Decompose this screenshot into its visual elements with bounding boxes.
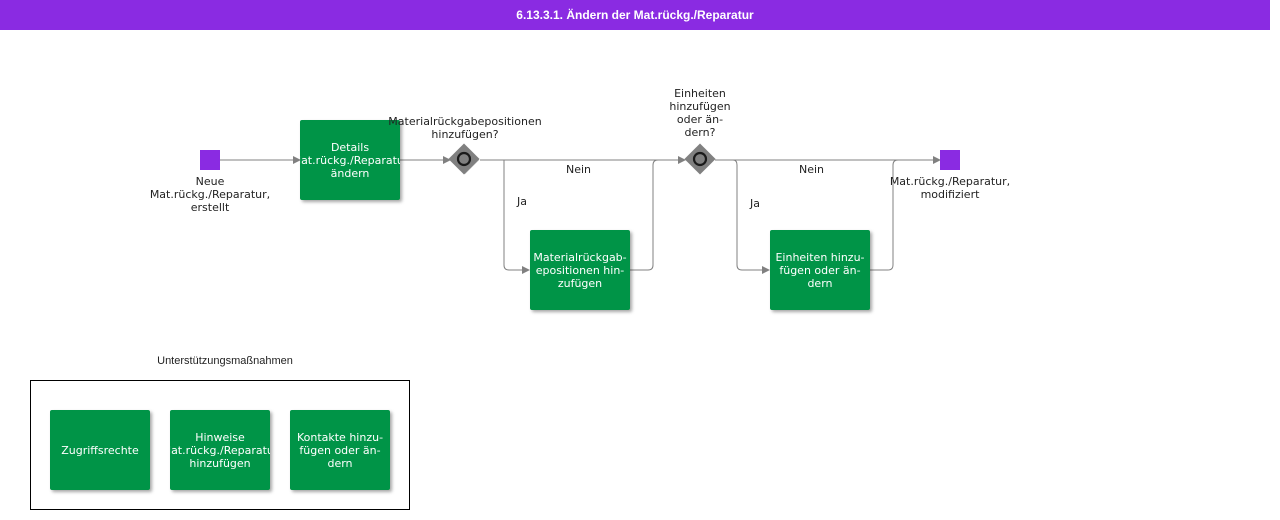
flow-positions-to-gateway2 bbox=[630, 159, 659, 271]
end-event bbox=[940, 150, 960, 170]
task-add-positions-label: Materialrückgab- epositionen hin- zufüge… bbox=[533, 250, 627, 290]
flow-gateway2-yes bbox=[715, 159, 770, 274]
task-details-change-label: Details Mat.rückg./Reparatur ändern bbox=[300, 140, 400, 180]
support-container bbox=[30, 380, 410, 510]
gateway-1 bbox=[448, 143, 480, 175]
gateway-1-question: Materialrückgabepositionen hinzufügen? bbox=[388, 115, 542, 141]
header-bar: 6.13.3.1. Ändern der Mat.rückg./Reparatu… bbox=[0, 0, 1270, 30]
task-add-units[interactable]: Einheiten hinzu- fügen oder än- dern bbox=[770, 230, 870, 310]
end-event-label: Mat.rückg./Reparatur, modifiziert bbox=[889, 175, 1011, 201]
page-title: 6.13.3.1. Ändern der Mat.rückg./Reparatu… bbox=[516, 8, 754, 22]
support-item-add-contacts-label: Kontakte hinzu- fügen oder än- dern bbox=[296, 430, 384, 470]
support-item-access-rights-label: Zugriffsrechte bbox=[61, 443, 139, 457]
support-title: Unterstützungsmaßnahmen bbox=[157, 355, 293, 367]
gateway-2-question: Einheiten hinzufügen oder än- dern? bbox=[669, 87, 731, 139]
start-event bbox=[200, 150, 220, 170]
task-details-change[interactable]: Details Mat.rückg./Reparatur ändern bbox=[300, 120, 400, 200]
flow-label-g2-no: Nein bbox=[799, 163, 825, 176]
flow-label-g2-yes: Ja bbox=[750, 197, 760, 210]
task-add-units-label: Einheiten hinzu- fügen oder än- dern bbox=[775, 250, 865, 290]
gateway-2 bbox=[684, 143, 716, 175]
flow-label-g1-no: Nein bbox=[566, 163, 592, 176]
flow-units-to-end bbox=[870, 159, 899, 271]
flow-label-g1-yes: Ja bbox=[517, 195, 527, 208]
support-item-access-rights[interactable]: Zugriffsrechte bbox=[50, 410, 150, 490]
flow-gateway1-yes bbox=[503, 160, 530, 274]
support-item-add-notes[interactable]: Hinweise Mat.rückg./Reparatur hinzufügen bbox=[170, 410, 270, 490]
task-add-positions[interactable]: Materialrückgab- epositionen hin- zufüge… bbox=[530, 230, 630, 310]
start-event-label: Neue Mat.rückg./Reparatur, erstellt bbox=[149, 175, 271, 214]
support-item-add-contacts[interactable]: Kontakte hinzu- fügen oder än- dern bbox=[290, 410, 390, 490]
support-item-add-notes-label: Hinweise Mat.rückg./Reparatur hinzufügen bbox=[170, 430, 270, 470]
